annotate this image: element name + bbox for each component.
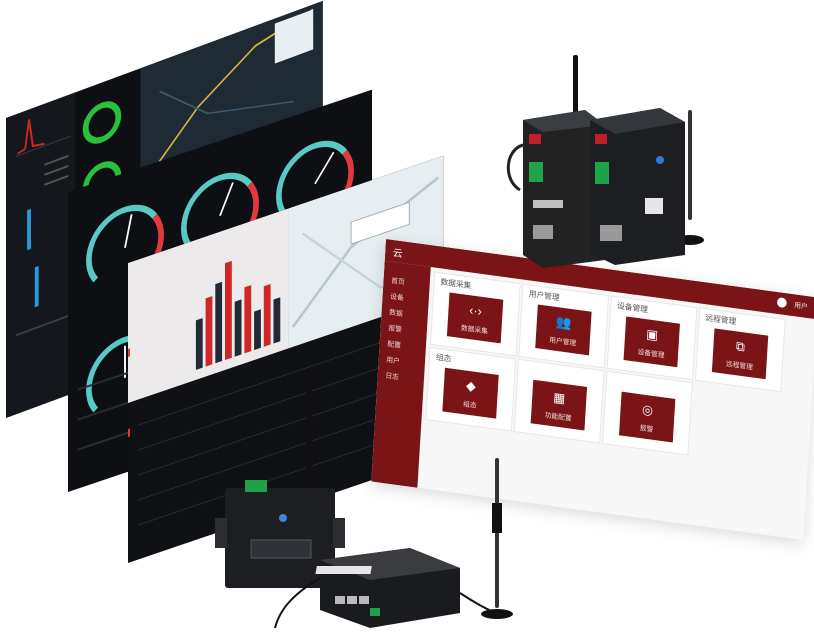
gauge-needle [219, 182, 234, 216]
bar [215, 281, 223, 364]
remote-icon: ⧉ [735, 338, 746, 355]
function-tile: 设备管理 ▣ 设备管理 [606, 295, 698, 381]
tile-button[interactable]: ⧉ 远程管理 [711, 328, 769, 380]
gauge-needle [314, 151, 335, 185]
device-icon: ▣ [645, 326, 659, 343]
tile-button[interactable]: ▣ 设备管理 [623, 316, 680, 368]
users-icon: 👥 [555, 313, 573, 331]
gauge-arc [276, 140, 348, 219]
router-pair-top [506, 55, 704, 268]
grid-icon: ▦ [552, 389, 566, 406]
antenna [306, 378, 312, 493]
function-tile: ◎ 报警 [602, 370, 693, 456]
tile-button-label: 用户管理 [549, 336, 577, 348]
tile-button[interactable]: ▦ 功能配置 [530, 379, 588, 431]
tile-button[interactable]: 👥 用户管理 [535, 304, 592, 356]
tile-button-label: 数据采集 [460, 325, 488, 336]
user-label[interactable]: 用户 [794, 302, 808, 312]
antenna [688, 110, 692, 220]
gauge-needle [124, 214, 133, 248]
sidebar-item[interactable]: 用户 [386, 356, 401, 366]
user-avatar-icon[interactable] [776, 296, 787, 309]
spike-chart [17, 118, 45, 155]
sidebar-item[interactable]: 设备 [390, 293, 404, 303]
tile-button[interactable]: ‹·› 数据采集 [446, 292, 504, 344]
target-icon: ◎ [641, 401, 654, 418]
blue-bar [27, 208, 31, 251]
function-tile: 用户管理 👥 用户管理 [518, 283, 610, 369]
bar [244, 285, 252, 354]
tile-button-label: 报警 [639, 425, 654, 434]
bar [273, 297, 281, 344]
bar [263, 283, 271, 347]
bar [224, 260, 232, 361]
dashboard-panel-bars [128, 155, 444, 563]
sidebar-item[interactable]: 配置 [387, 341, 401, 350]
bar-chart-3d [195, 260, 281, 370]
green-ring [82, 101, 122, 144]
tile-button[interactable]: ◎ 报警 [618, 391, 676, 443]
sidebar-item[interactable]: 数据 [389, 309, 403, 319]
bar [234, 299, 242, 357]
router-group-bottom [215, 378, 513, 629]
tile-title: 数据采集 [440, 277, 472, 291]
bar [205, 296, 213, 367]
sidebar-item[interactable]: 首页 [390, 277, 405, 287]
tile-button-label: 远程管理 [725, 360, 753, 372]
bar [254, 309, 261, 351]
function-tile: 数据采集 ‹·› 数据采集 [429, 271, 521, 357]
blue-bar [34, 265, 39, 308]
tile-button-label: 功能配置 [544, 412, 572, 423]
tile-title: 远程管理 [705, 313, 737, 327]
bar [195, 318, 203, 370]
tile-title: 组态 [435, 352, 452, 364]
sidebar-item[interactable]: 报警 [388, 325, 402, 334]
tile-title: 用户管理 [528, 289, 560, 303]
code-brackets-icon: ‹·› [468, 302, 483, 319]
function-tile: 远程管理 ⧉ 远程管理 [694, 307, 786, 393]
tile-button-label: 设备管理 [637, 348, 665, 360]
gauge-arc [86, 204, 158, 283]
gauge-arc [181, 172, 253, 251]
logo: 云 [392, 247, 403, 261]
tile-title: 设备管理 [616, 301, 649, 315]
